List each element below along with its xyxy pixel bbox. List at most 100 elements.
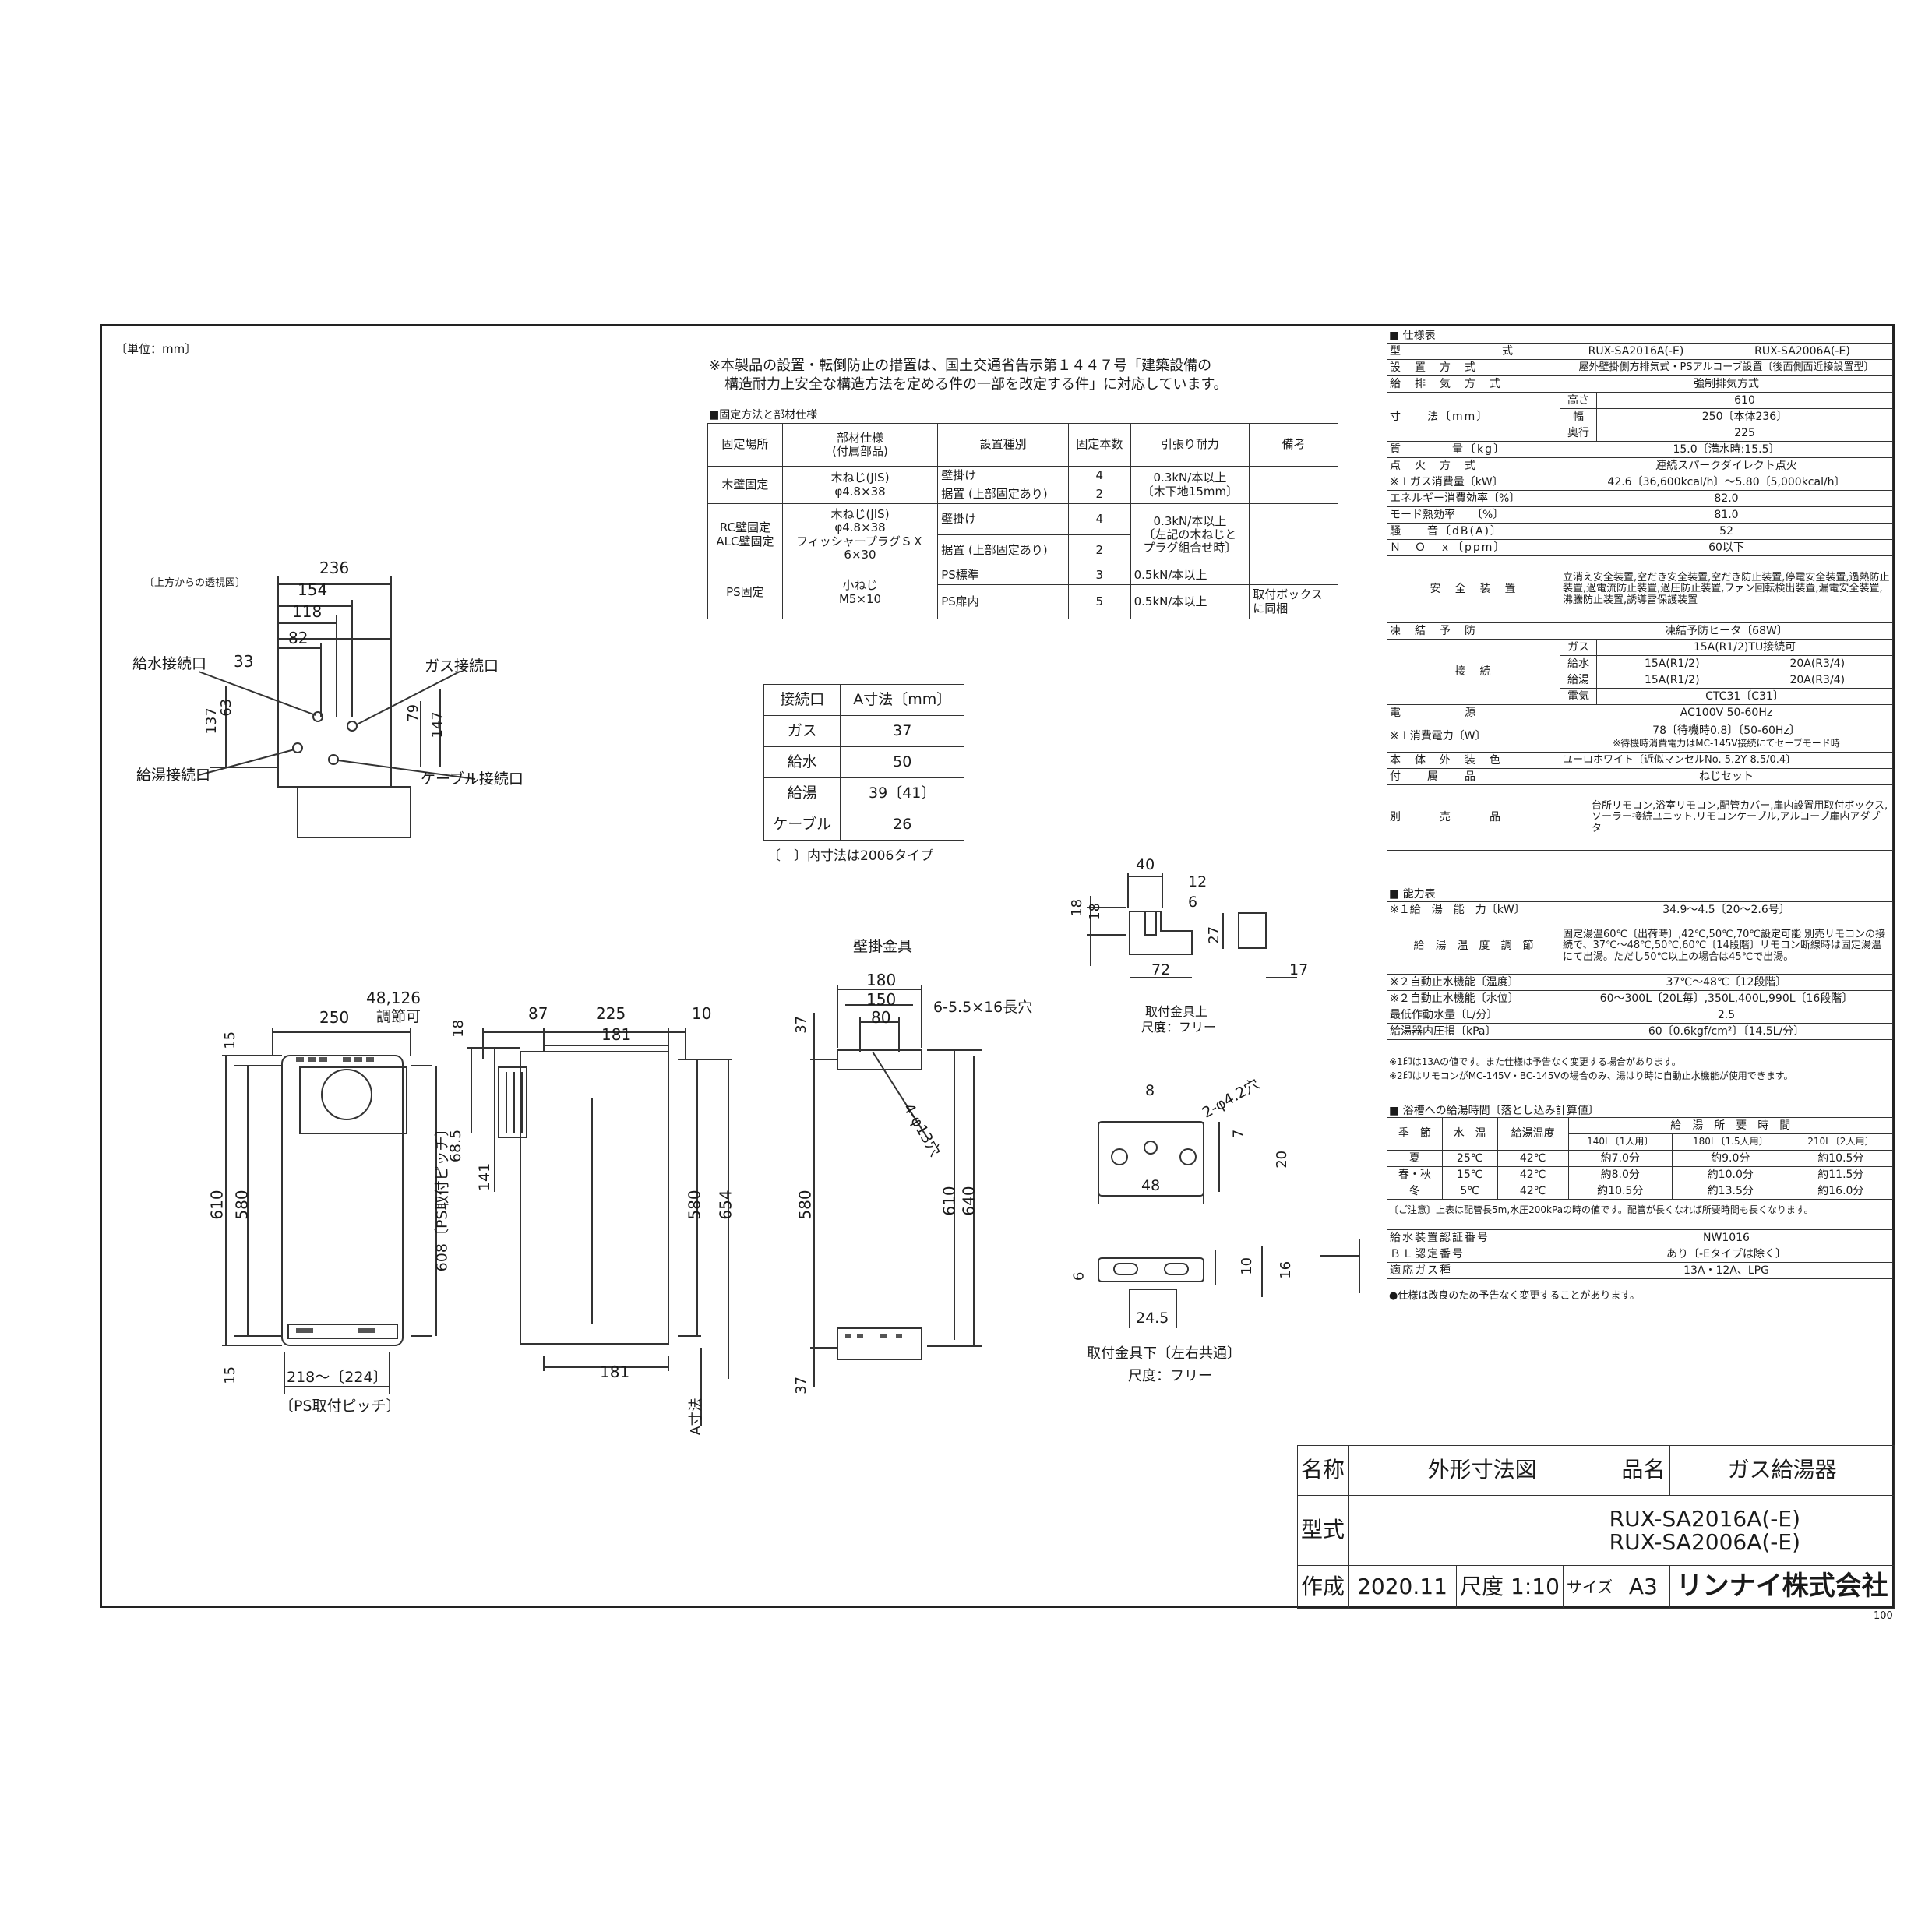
spec-value: 15A(R1/2)20A(R3/4) (1596, 672, 1893, 689)
dim-label: 15 (222, 1366, 239, 1384)
a-cell: 50 (840, 746, 964, 778)
spec-value: 250〔本体236〕 (1596, 408, 1893, 425)
spec-value: 凍結予防ヒータ〔68W〕 (1560, 622, 1893, 640)
capacity-note: ※1印は13Aの値です。また仕様は予告なく変更する場合があります。 (1389, 1056, 1681, 1067)
capacity-table: ※１給 湯 能 力〔kW〕 34.9〜4.5〔20〜2.6号〕 給 湯 温 度 … (1387, 901, 1893, 1040)
dim-label: 79 (405, 703, 422, 722)
spec-value: CTC31〔C31〕 (1596, 688, 1893, 705)
dim-label: 7 (1230, 1129, 1247, 1139)
fix-cell: PS固定 (707, 566, 783, 619)
dim-label: 87 (528, 1004, 548, 1023)
cert-label: 給水装置認証番号 (1387, 1229, 1560, 1246)
tb-name: 外形寸法図 (1348, 1445, 1617, 1496)
fix-cell-diagonal (1249, 566, 1338, 585)
bath-header: 水 温 (1441, 1117, 1498, 1151)
bath-cell: 約9.0分 (1671, 1150, 1789, 1167)
tb-model-label: 型式 (1296, 1495, 1349, 1566)
spec-sub: 給水 (1560, 655, 1597, 672)
dim-label: 18 (450, 1019, 467, 1038)
spec-label: 質 量〔kg〕 (1387, 441, 1560, 458)
fix-cell: 小ねじ M5×10 (781, 566, 939, 619)
power-value: 78〔待機時0.8〕〔50-60Hz〕 (1652, 724, 1800, 737)
dim-label: 16 (1278, 1260, 1295, 1279)
a-cell: 給水 (763, 746, 841, 778)
fix-cell: 4 (1068, 503, 1131, 535)
tb-size-label: サイズ (1562, 1565, 1617, 1609)
dim-label: 6-5.5×16長穴 (933, 999, 1033, 1016)
spec-label: 安 全 装 置 (1387, 555, 1560, 623)
tb-date-label: 作成 (1296, 1565, 1349, 1609)
dim-label: 33 (234, 652, 254, 671)
spec-label: 騒 音〔dB(A)〕 (1387, 523, 1560, 540)
upper-bracket-shape (1129, 911, 1193, 955)
a-cell: 26 (840, 809, 964, 841)
cert-label: ＢＬ認定番号 (1387, 1246, 1560, 1263)
fix-cell: 0.3kN/本以上 〔左記の木ねじと プラグ組合せ時〕 (1130, 503, 1250, 566)
fix-header: 固定場所 (707, 423, 783, 467)
cert-label: 適応ガス種 (1387, 1262, 1560, 1279)
spec-value: 連続スパークダイレクト点火 (1560, 457, 1893, 474)
dim-label: 48,126 (366, 989, 421, 1007)
spec-sub: 給湯 (1560, 672, 1597, 689)
spec-sub: 高さ (1560, 392, 1597, 409)
dim-label: 137 (203, 707, 220, 735)
fix-cell: 2 (1068, 534, 1131, 566)
fix-cell: RC壁固定 ALC壁固定 (707, 503, 783, 566)
spec-value-2016: 15A(R1/2) (1644, 657, 1700, 670)
fix-cell: PS標準 (937, 566, 1070, 585)
spec-label: 設 置 方 式 (1387, 359, 1560, 376)
spec-label: 電 源 (1387, 704, 1560, 721)
title-block: 名称 外形寸法図 品名 ガス給湯器 型式 RUX-SA2016A(-E) RUX… (1296, 1445, 1895, 1609)
tb-model-2: RUX-SA2006A(-E) (1609, 1528, 1800, 1555)
dim-label: 236 (319, 559, 350, 577)
lower-bracket-scale: 尺度：フリー (1128, 1368, 1212, 1384)
spec-value: 52 (1560, 523, 1893, 540)
dim-label: 17 (1289, 961, 1309, 978)
a-cell: ケーブル (763, 809, 841, 841)
spec-value: RUX-SA2006A(-E) (1711, 343, 1894, 360)
bath-cell: 春・秋 (1387, 1166, 1443, 1183)
spec-label: 別 売 品 (1387, 784, 1560, 851)
spec-value: 15A(R1/2)20A(R3/4) (1596, 655, 1893, 672)
tb-company: リンナイ株式会社 (1669, 1565, 1895, 1609)
a-cell: 39〔41〕 (840, 777, 964, 809)
drawing-sheet (100, 324, 1895, 1608)
capacity-label: ※２自動止水機能〔温度〕 (1387, 974, 1560, 991)
cert-value: NW1016 (1560, 1229, 1893, 1246)
tb-size: A3 (1616, 1565, 1671, 1609)
tb-name-label: 名称 (1296, 1445, 1349, 1496)
spec-label: モード熱効率 〔%〕 (1387, 506, 1560, 524)
front-view-cover (299, 1066, 407, 1134)
spec-value: 78〔待機時0.8〕〔50-60Hz〕 ※待機時消費電力はMC-145V接続にて… (1560, 721, 1893, 753)
dim-label: 調節可 (376, 1008, 421, 1025)
bath-cell: 約10.5分 (1788, 1150, 1894, 1167)
fix-cell: PS扉内 (937, 584, 1070, 619)
spec-label: ※１ガス消費量〔kW〕 (1387, 474, 1560, 491)
fix-cell: 木壁固定 (707, 466, 783, 504)
spec-label: 給 排 気 方 式 (1387, 375, 1560, 393)
top-view-back (297, 786, 411, 838)
dim-label: 20 (1274, 1150, 1291, 1169)
fix-cell: 0.5kN/本以上 (1130, 566, 1250, 585)
tb-product-label: 品名 (1616, 1445, 1671, 1496)
capacity-note: ※2印はリモコンがMC-145V・BC-145Vの場合のみ、湯はり時に自動止水機… (1389, 1070, 1793, 1081)
bath-header: 季 節 (1387, 1117, 1443, 1151)
cert-note: ●仕様は改良のため予告なく変更することがあります。 (1389, 1290, 1641, 1302)
spec-value: 15.0〔満水時:15.5〕 (1560, 441, 1893, 458)
dim-label: 181 (601, 1025, 632, 1044)
fix-cell: 壁掛け (937, 466, 1070, 485)
spec-value: 42.6〔36,600kcal/h〕〜5.80〔5,000kcal/h〕 (1560, 474, 1893, 491)
bath-cell: 冬 (1387, 1183, 1443, 1200)
hot-water-outlet-label: 給湯接続口 (136, 767, 211, 784)
bath-cell: 15℃ (1441, 1166, 1498, 1183)
spec-label: 本 体 外 装 色 (1387, 752, 1560, 769)
capacity-value: 固定湯温60℃〔出荷時〕,42℃,50℃,70℃設定可能 別売リモコンの接続で、… (1560, 918, 1893, 975)
capacity-label: 最低作動水量〔L/分〕 (1387, 1007, 1560, 1024)
bath-cell: 約13.5分 (1671, 1183, 1789, 1200)
fix-cell: 4 (1068, 466, 1131, 485)
a-header: A寸法〔mm〕 (840, 684, 964, 716)
bath-cell: 42℃ (1497, 1150, 1569, 1167)
spec-value: AC100V 50-60Hz (1560, 704, 1893, 721)
dim-label: 250 (319, 1008, 350, 1027)
spec-value: 225 (1596, 425, 1893, 442)
